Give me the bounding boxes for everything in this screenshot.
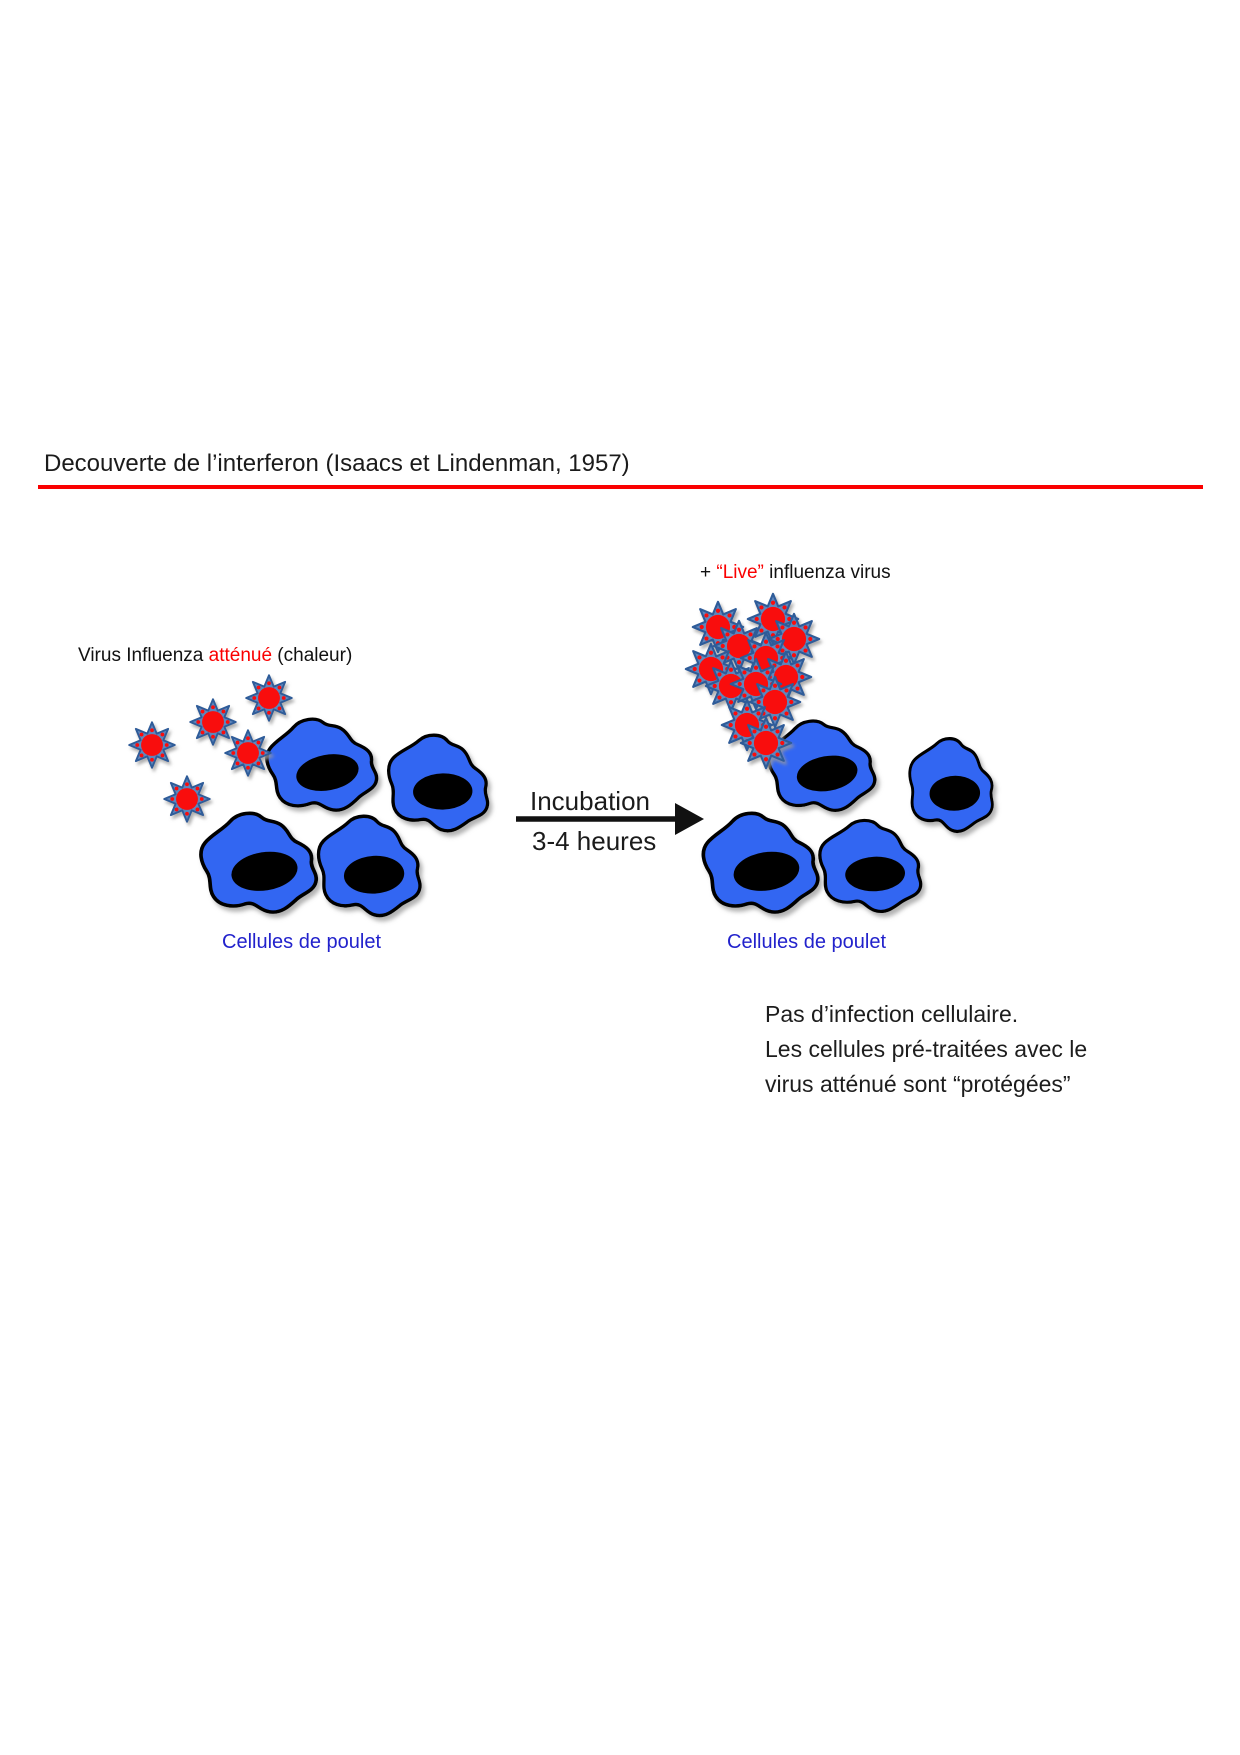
left-cells-label: Cellules de poulet xyxy=(222,931,381,953)
attenuated-virus-label: Virus Influenza atténué (chaleur) xyxy=(78,645,352,667)
virus-icon xyxy=(163,775,211,823)
live-virus-label-pre: + xyxy=(700,562,717,583)
attenuated-virus-label-post: (chaleur) xyxy=(272,645,353,666)
chicken-cell xyxy=(262,713,381,817)
chicken-cell xyxy=(900,731,1003,838)
chicken-cell xyxy=(814,815,927,916)
incubation-duration-label: 3-4 heures xyxy=(532,826,657,856)
virus-icon xyxy=(224,729,272,777)
attenuated-virus-label-pre: Virus Influenza xyxy=(78,645,209,666)
virus-icon xyxy=(245,674,293,722)
incubation-arrow xyxy=(516,803,704,835)
title-underline xyxy=(38,485,1203,489)
attenuated-virus-label-highlight: atténué xyxy=(208,645,273,666)
live-virus-label-post: influenza virus xyxy=(763,562,891,583)
chicken-cell xyxy=(312,811,427,921)
attenuated-virus-cluster xyxy=(128,674,293,823)
right-cells-label: Cellules de poulet xyxy=(727,931,886,953)
virus-icon xyxy=(739,716,793,770)
conclusion-line-1: Pas d’infection cellulaire. xyxy=(765,1001,1019,1027)
live-virus-label-highlight: “Live” xyxy=(716,562,764,583)
live-virus-label: + “Live” influenza virus xyxy=(700,562,891,584)
virus-icon xyxy=(128,721,176,769)
virus-icon xyxy=(189,698,237,746)
conclusion-line-3: virus atténué sont “protégées” xyxy=(765,1071,1071,1097)
incubation-label: Incubation xyxy=(530,786,650,816)
conclusion-line-2: Les cellules pré-traitées avec le xyxy=(765,1036,1088,1062)
chicken-cell xyxy=(197,809,320,917)
page-title: Decouverte de l’interferon (Isaacs et Li… xyxy=(44,450,630,477)
conclusion-text: Pas d’infection cellulaire. Les cellules… xyxy=(765,997,1087,1102)
chicken-cell xyxy=(764,716,879,816)
chicken-cell xyxy=(700,809,821,917)
chicken-cell xyxy=(381,729,496,837)
